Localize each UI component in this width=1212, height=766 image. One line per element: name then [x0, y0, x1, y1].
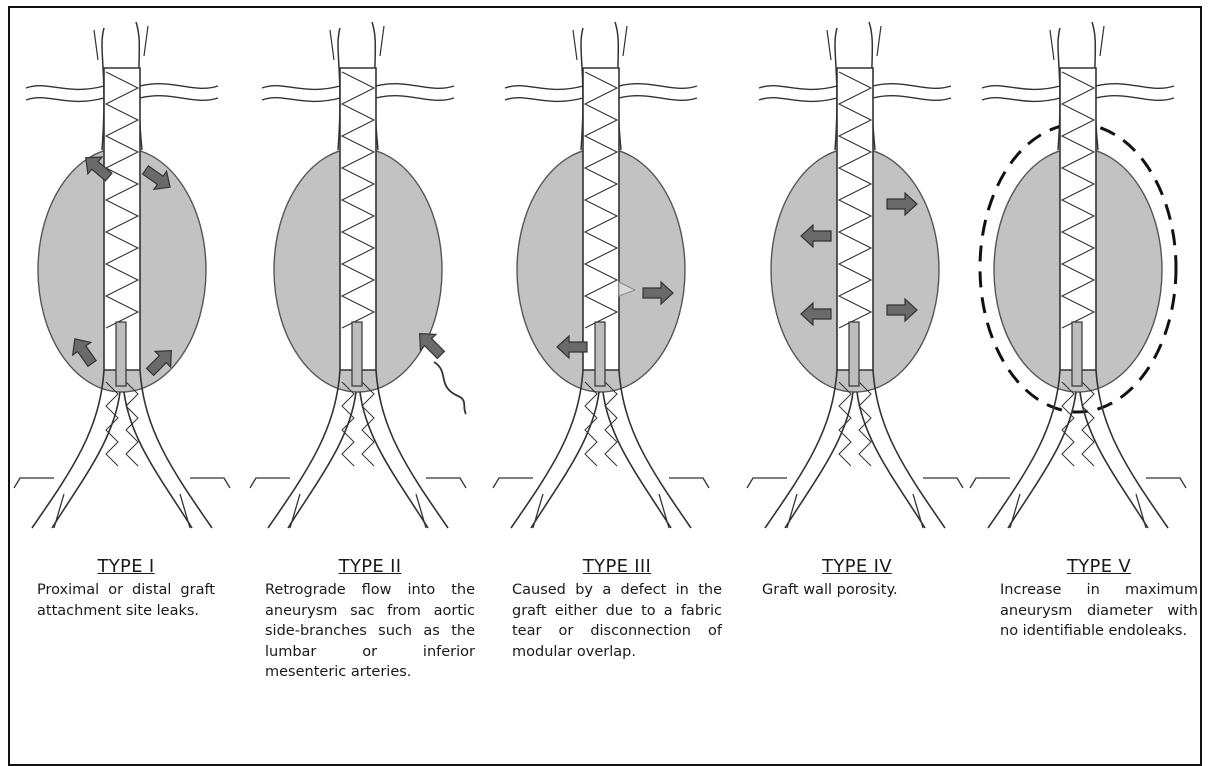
left-limb-struts — [585, 382, 597, 466]
graft-limb-stub — [849, 322, 859, 386]
vessel-line — [94, 30, 98, 60]
vessel-line — [380, 26, 384, 56]
right-renal-branch — [140, 96, 218, 101]
internal-iliac-branch — [250, 478, 290, 488]
vessel-line — [827, 30, 831, 60]
type-4-description: Graft wall porosity. — [762, 580, 952, 601]
right-renal-branch — [140, 84, 218, 89]
panel-type-5 — [970, 22, 1186, 528]
right-iliac-inner — [857, 392, 925, 528]
vessel-line — [573, 30, 577, 60]
left-renal-branch — [505, 86, 583, 90]
vessel-line — [1100, 26, 1104, 56]
panel-type-3 — [493, 22, 709, 528]
left-iliac-inner — [785, 392, 853, 528]
type-2-description: Retrograde flow into the aneurysm sac fr… — [265, 580, 475, 683]
vessel-line — [144, 26, 148, 56]
left-renal-branch — [759, 86, 837, 90]
internal-iliac-branch — [923, 478, 963, 488]
left-limb-struts — [342, 382, 354, 466]
left-iliac-inner — [288, 392, 356, 528]
left-limb-struts — [1062, 382, 1074, 466]
left-iliac-inner — [531, 392, 599, 528]
left-renal-branch — [505, 98, 583, 102]
type-3-description: Caused by a defect in the graft either d… — [512, 580, 722, 662]
internal-iliac-branch — [669, 478, 709, 488]
left-renal-branch — [759, 98, 837, 102]
left-renal-branch — [262, 86, 340, 90]
right-limb-struts — [605, 382, 617, 466]
internal-iliac-branch — [426, 478, 466, 488]
left-renal-branch — [982, 98, 1060, 102]
right-renal-branch — [1096, 96, 1174, 101]
lumbar-branch — [434, 362, 466, 414]
panel-type-1 — [14, 22, 230, 528]
type-1-title: TYPE I — [37, 556, 215, 577]
panel-type-4 — [747, 22, 963, 528]
endoleak-diagram — [0, 0, 1212, 560]
right-iliac-inner — [124, 392, 192, 528]
internal-iliac-branch — [14, 478, 54, 488]
vessel-line — [1050, 30, 1054, 60]
caption-type-5: TYPE V Increase in maximum aneurysm diam… — [1000, 556, 1198, 642]
right-renal-branch — [376, 84, 454, 89]
right-renal-branch — [619, 96, 697, 101]
right-iliac-inner — [360, 392, 428, 528]
caption-type-2: TYPE II Retrograde flow into the aneurys… — [265, 556, 475, 683]
right-limb-struts — [362, 382, 374, 466]
right-renal-branch — [873, 96, 951, 101]
vessel-line — [330, 30, 334, 60]
right-iliac-inner — [603, 392, 671, 528]
right-renal-branch — [1096, 84, 1174, 89]
right-limb-struts — [126, 382, 138, 466]
type-1-description: Proximal or distal graft attachment site… — [37, 580, 215, 621]
right-renal-branch — [873, 84, 951, 89]
caption-type-1: TYPE I Proximal or distal graft attachme… — [37, 556, 215, 621]
graft-limb-stub — [1072, 322, 1082, 386]
caption-type-3: TYPE III Caused by a defect in the graft… — [512, 556, 722, 662]
internal-iliac-branch — [747, 478, 787, 488]
internal-iliac-branch — [190, 478, 230, 488]
right-renal-branch — [619, 84, 697, 89]
left-iliac-inner — [1008, 392, 1076, 528]
type-3-title: TYPE III — [512, 556, 722, 577]
type-2-title: TYPE II — [265, 556, 475, 577]
left-limb-struts — [106, 382, 118, 466]
graft-limb-stub — [116, 322, 126, 386]
type-4-title: TYPE IV — [762, 556, 952, 577]
right-renal-branch — [376, 96, 454, 101]
left-renal-branch — [26, 98, 104, 102]
internal-iliac-branch — [493, 478, 533, 488]
left-renal-branch — [262, 98, 340, 102]
left-renal-branch — [982, 86, 1060, 90]
vessel-line — [877, 26, 881, 56]
right-limb-struts — [1082, 382, 1094, 466]
left-iliac-inner — [52, 392, 120, 528]
right-limb-struts — [859, 382, 871, 466]
type-5-title: TYPE V — [1000, 556, 1198, 577]
type-5-description: Increase in maximum aneurysm diameter wi… — [1000, 580, 1198, 642]
right-iliac-inner — [1080, 392, 1148, 528]
left-renal-branch — [26, 86, 104, 90]
caption-type-4: TYPE IV Graft wall porosity. — [762, 556, 952, 601]
graft-limb-stub — [595, 322, 605, 386]
panel-type-2 — [250, 22, 466, 528]
left-limb-struts — [839, 382, 851, 466]
graft-limb-stub — [352, 322, 362, 386]
internal-iliac-branch — [970, 478, 1010, 488]
vessel-line — [623, 26, 627, 56]
internal-iliac-branch — [1146, 478, 1186, 488]
